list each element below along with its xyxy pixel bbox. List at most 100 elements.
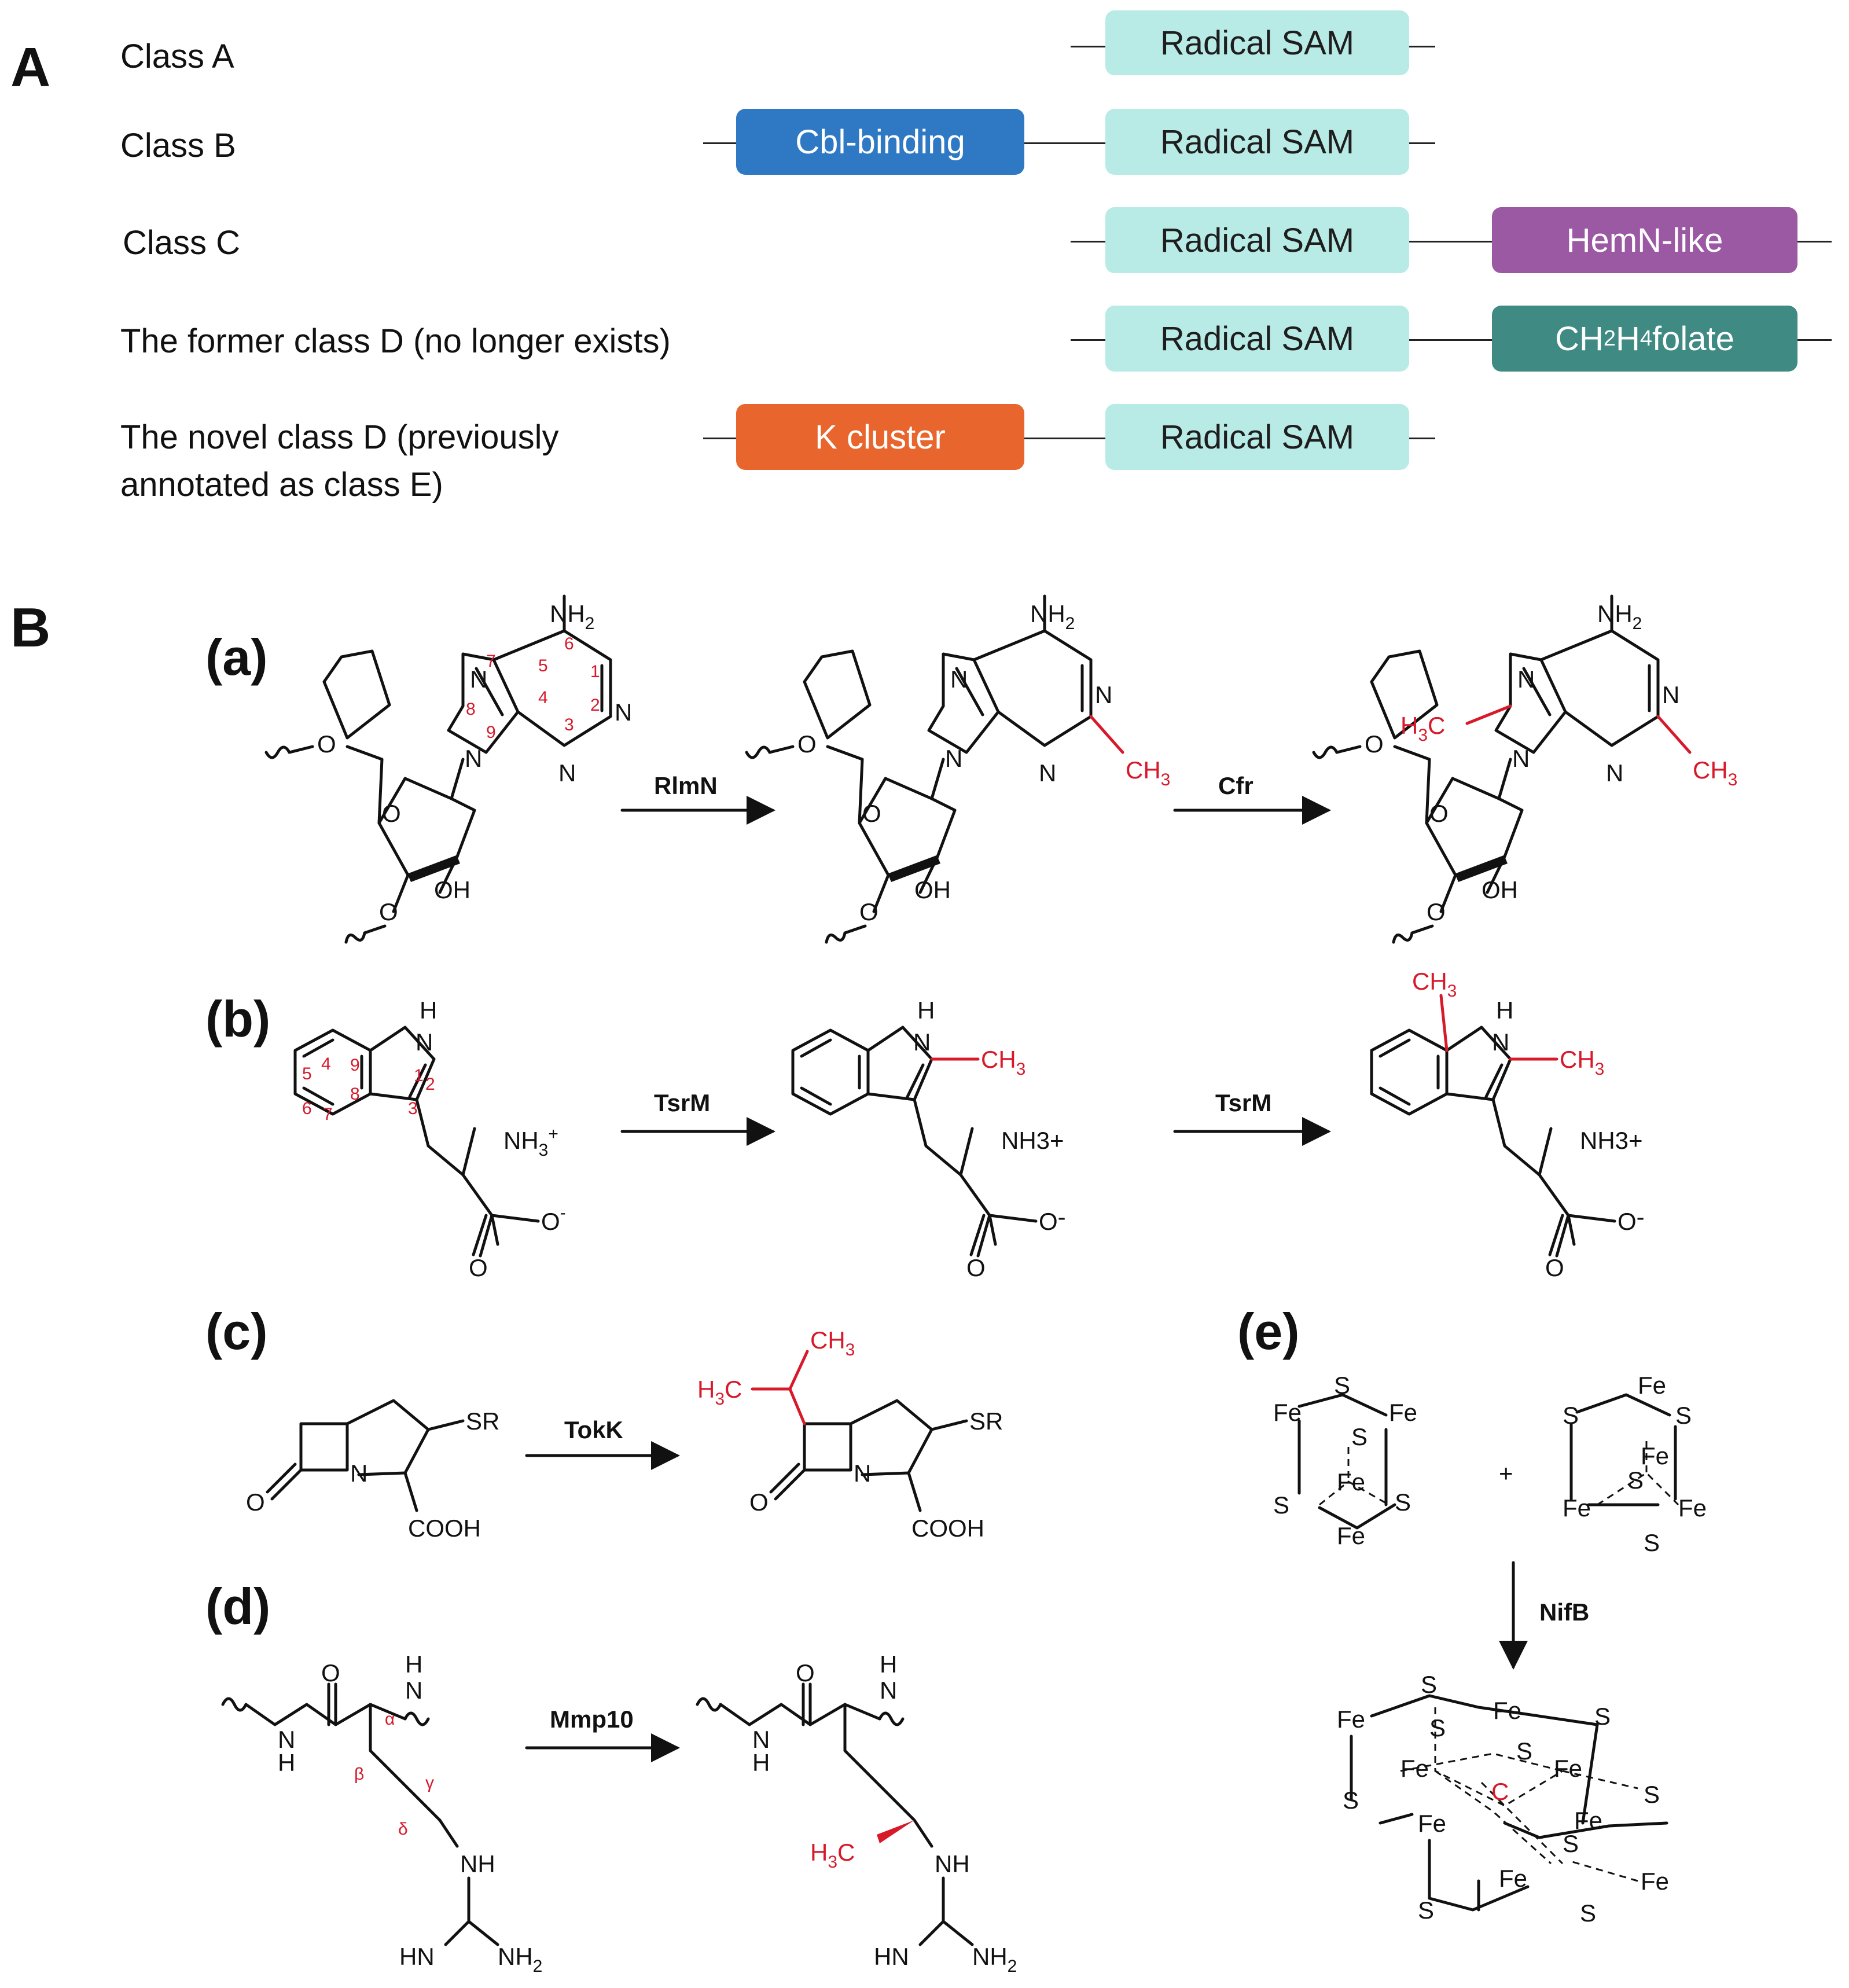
svg-text:δ: δ	[398, 1820, 408, 1839]
svg-text:N: N	[854, 1460, 871, 1487]
nifb-label: NifB	[1539, 1599, 1589, 1626]
svg-text:O-: O-	[1618, 1203, 1645, 1235]
class-b-backbone	[703, 142, 1435, 144]
ammonium-label: NH3+	[503, 1125, 558, 1160]
svg-text:NH3+: NH3+	[1001, 1127, 1064, 1154]
svg-text:H3C: H3C	[697, 1376, 742, 1409]
svg-text:SR: SR	[466, 1408, 499, 1435]
svg-text:5: 5	[302, 1064, 312, 1083]
svg-text:N: N	[1039, 759, 1056, 787]
k-cluster-product: Fe S Fe S S Fe S Fe C S S Fe Fe S Fe Fe …	[1337, 1671, 1669, 1927]
tokk-label: TokK	[564, 1416, 623, 1443]
svg-text:CH3: CH3	[1693, 756, 1737, 789]
novel-class-d-label-line2: annotated as class E)	[120, 466, 443, 504]
svg-text:O: O	[796, 1659, 815, 1686]
svg-text:4: 4	[321, 1054, 331, 1074]
carbapenam-substrate: N O SR COOH	[246, 1401, 499, 1542]
svg-text:S: S	[1343, 1787, 1359, 1814]
former-class-d-backbone	[1071, 339, 1832, 341]
novel-class-d-backbone	[703, 438, 1435, 439]
svg-text:9: 9	[486, 723, 496, 742]
svg-text:S: S	[1334, 1372, 1350, 1399]
svg-text:SR: SR	[969, 1408, 1003, 1435]
n9-label: N	[465, 745, 482, 772]
class-c-backbone	[1071, 241, 1832, 242]
svg-text:3: 3	[564, 715, 574, 734]
svg-text:Fe: Fe	[1418, 1810, 1446, 1837]
svg-text:Fe: Fe	[1638, 1372, 1666, 1399]
svg-text:OH: OH	[1482, 876, 1518, 903]
svg-text:H: H	[1496, 997, 1513, 1024]
svg-text:N: N	[752, 1726, 770, 1753]
svg-text:S: S	[1351, 1423, 1368, 1450]
class-b-cbl-binding-domain: Cbl-binding	[736, 109, 1024, 175]
class-b-label: Class B	[120, 127, 236, 164]
m2a-product: CH3 N N N N NH2 O OH O O	[747, 596, 1170, 942]
n3-label: N	[558, 759, 576, 787]
svg-text:NH: NH	[460, 1850, 495, 1877]
svg-text:S: S	[1418, 1897, 1434, 1924]
svg-text:1: 1	[590, 662, 600, 681]
svg-text:Fe: Fe	[1337, 1706, 1365, 1733]
2-methyltryptophan: CH3 H N NH3+ O O-	[793, 997, 1066, 1281]
ring-o-label: O	[382, 800, 401, 827]
svg-text:O: O	[749, 1489, 769, 1516]
svg-text:Fe: Fe	[1574, 1807, 1602, 1834]
svg-text:N: N	[1492, 1028, 1509, 1056]
svg-text:N: N	[950, 666, 968, 693]
fe4s4-cluster-left: Fe S Fe S Fe S S Fe	[1273, 1372, 1417, 1549]
svg-text:1: 1	[414, 1066, 424, 1085]
svg-text:S: S	[1429, 1714, 1446, 1741]
svg-text:H: H	[405, 1651, 422, 1678]
indole-numbering: 1 2 3 4 5 6 7 8 9	[302, 1054, 435, 1124]
novel-class-d-k-cluster-domain: K cluster	[736, 404, 1024, 470]
panel-a-letter: A	[10, 36, 51, 98]
hydroxyl-label: OH	[434, 876, 470, 903]
svg-text:HN: HN	[399, 1943, 435, 1970]
svg-text:O: O	[1545, 1254, 1564, 1281]
svg-text:O: O	[1365, 730, 1384, 758]
svg-text:C: C	[1491, 1778, 1509, 1805]
class-c-label: Class C	[123, 224, 241, 262]
svg-text:N: N	[1095, 681, 1112, 708]
rlmn-label: RlmN	[654, 772, 718, 799]
plus-sign: +	[1499, 1460, 1513, 1487]
folate-label-h: H	[1616, 319, 1640, 358]
svg-text:NH3+: NH3+	[1580, 1127, 1643, 1154]
svg-text:N: N	[880, 1677, 897, 1704]
folate-label-sub-2: 2	[1603, 326, 1616, 351]
svg-text:S: S	[1273, 1491, 1289, 1519]
svg-text:5: 5	[538, 656, 548, 675]
c8-methyl-label: H3C	[1400, 712, 1445, 745]
svg-text:N: N	[278, 1726, 295, 1753]
svg-text:N: N	[913, 1028, 931, 1056]
tsrm-label-2: TsrM	[1215, 1089, 1271, 1116]
svg-text:N: N	[416, 1028, 433, 1056]
svg-text:H: H	[752, 1749, 770, 1776]
svg-text:9: 9	[350, 1056, 360, 1075]
phospho-o-label: O	[379, 898, 398, 925]
svg-text:S: S	[1594, 1703, 1611, 1730]
reaction-a-label: (a)	[205, 629, 268, 686]
novel-class-d-radical-sam-domain: Radical SAM	[1105, 404, 1409, 470]
svg-text:H: H	[420, 997, 437, 1024]
svg-text:4: 4	[538, 688, 548, 707]
folate-label-sub-4: 4	[1640, 326, 1653, 351]
svg-text:NH: NH	[935, 1850, 970, 1877]
novel-class-d-label-line1: The novel class D (previously	[120, 418, 559, 456]
c2-methyl-label: CH3	[1126, 756, 1170, 789]
svg-text:Fe: Fe	[1337, 1522, 1365, 1549]
svg-text:3: 3	[408, 1099, 418, 1118]
svg-text:Fe: Fe	[1389, 1399, 1417, 1426]
reaction-b-label: (b)	[205, 990, 271, 1048]
svg-text:O: O	[1429, 800, 1449, 827]
m2m8a-product: CH3 H3C N N N N NH2 O OH O O	[1314, 596, 1737, 942]
svg-text:6: 6	[564, 634, 574, 653]
svg-text:O: O	[1427, 898, 1446, 925]
svg-text:6: 6	[302, 1099, 312, 1118]
former-class-d-radical-sam-domain: Radical SAM	[1105, 306, 1409, 372]
svg-text:O: O	[469, 1254, 488, 1281]
2-7-dimethyltryptophan: CH3 CH3 H N NH3+ O O-	[1372, 968, 1645, 1281]
